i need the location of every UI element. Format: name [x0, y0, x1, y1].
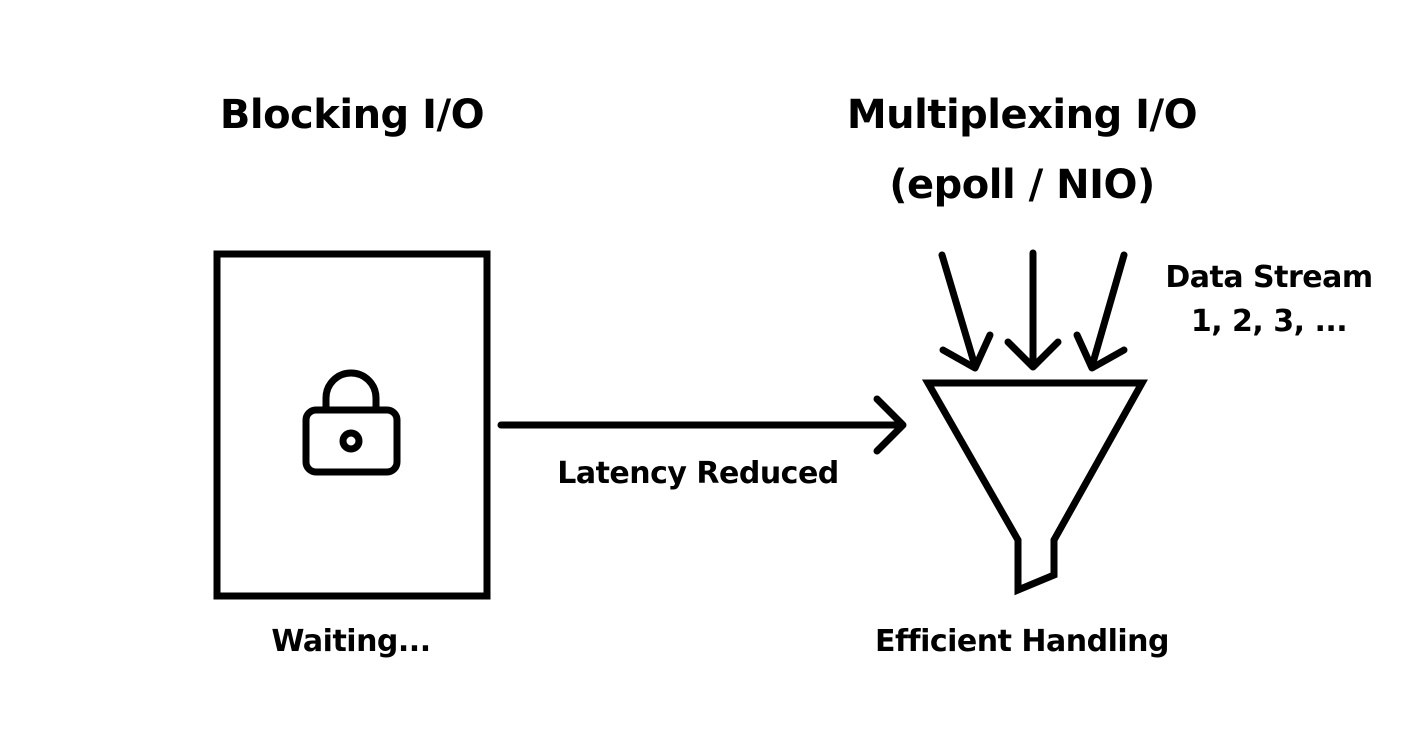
stream-arrow-left: [938, 251, 994, 372]
multiplexing-io-subtitle: (epoll / NIO): [889, 162, 1155, 208]
data-stream-arrows: [938, 249, 1128, 372]
latency-reduced-label: Latency Reduced: [557, 456, 839, 491]
stream-arrow-middle: [1004, 249, 1062, 371]
efficient-handling-caption: Efficient Handling: [874, 624, 1170, 659]
multiplexing-io-title: Multiplexing I/O: [846, 92, 1198, 138]
data-stream-label: Data Stream: [1165, 260, 1373, 295]
blocking-io-title: Blocking I/O: [219, 92, 485, 138]
waiting-caption: Waiting...: [271, 624, 431, 659]
blocking-box: [213, 250, 491, 600]
lock-icon: [302, 369, 401, 476]
latency-arrow: [497, 395, 907, 455]
funnel-icon: [921, 379, 1148, 596]
data-stream-numbers: 1, 2, 3, ...: [1190, 304, 1348, 339]
stream-arrow-right: [1073, 251, 1128, 372]
